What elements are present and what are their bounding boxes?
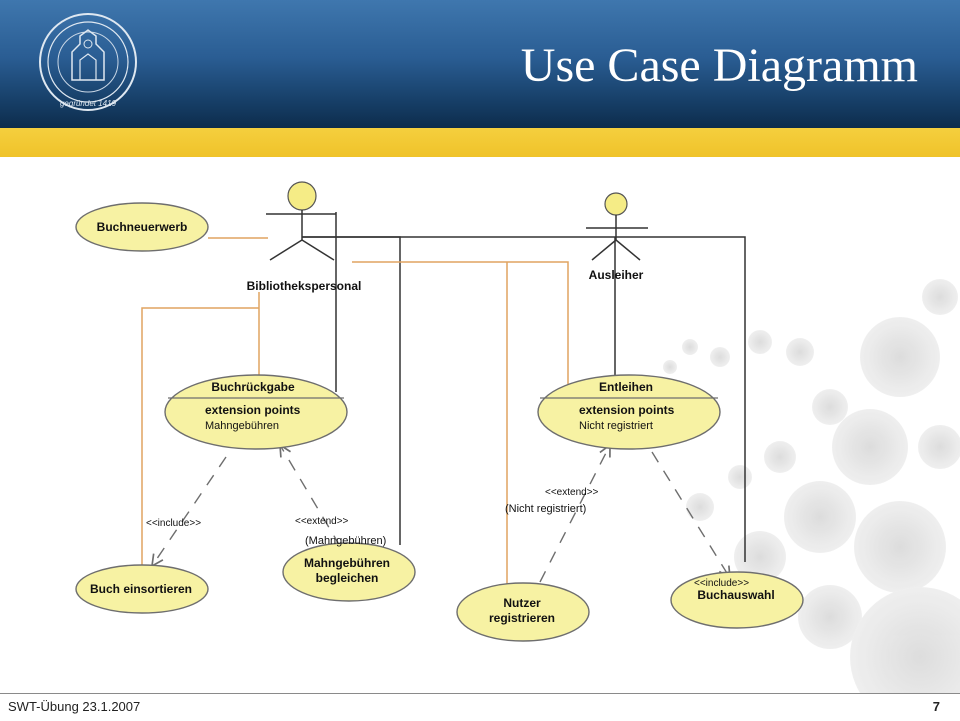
usecase-mahngebuehren-begleichen[interactable]: Mahngebühren begleichen (282, 542, 416, 602)
usecase-label: Entleihen (599, 380, 653, 394)
extend-condition-label: (Mahngebühren) (305, 535, 386, 547)
extend-condition-label: (Nicht registriert) (505, 503, 586, 515)
slide-title: Use Case Diagramm (520, 39, 918, 92)
page-number: 7 (932, 699, 940, 714)
usecase-buchrueckgabe[interactable]: Buchrückgabe extension points Mahngebühr… (164, 374, 348, 450)
seal-text: gegründet 1419 (60, 99, 117, 108)
footer-text: SWT-Übung 23.1.2007 (8, 699, 141, 714)
actor-label: Bibliothekspersonal (247, 279, 362, 293)
extend-label: <<extend>> (545, 487, 599, 498)
usecase-label-line2: registrieren (489, 611, 555, 625)
association-lines-orange (141, 237, 569, 590)
slide-header: gegründet 1419 Use Case Diagramm (0, 0, 960, 128)
actor-label: Ausleiher (589, 268, 644, 282)
use-case-diagram: Bibliothekspersonal Ausleiher Buchneuerw… (75, 181, 910, 642)
extend-label: <<extend>> (295, 516, 349, 527)
extension-points-title: extension points (205, 403, 301, 417)
association-lines-dark (302, 212, 746, 562)
include-label: <<include>> (694, 578, 749, 589)
usecase-label: Buchneuerwerb (97, 220, 188, 234)
usecase-entleihen[interactable]: Entleihen extension points Nicht registr… (537, 374, 721, 450)
university-seal-logo: gegründet 1419 (39, 13, 137, 111)
usecase-buch-einsortieren[interactable]: Buch einsortieren (75, 564, 209, 614)
actor-bibliothekspersonal[interactable]: Bibliothekspersonal (247, 181, 362, 293)
extension-points-title: extension points (579, 403, 675, 417)
actor-body-icon (586, 215, 648, 261)
usecase-label-line1: Nutzer (503, 596, 541, 610)
usecase-label-line2: begleichen (316, 571, 379, 585)
extension-point-value: Nicht registriert (579, 420, 653, 432)
actor-ausleiher[interactable]: Ausleiher (586, 192, 648, 282)
usecase-nutzer-registrieren[interactable]: Nutzer registrieren (456, 582, 590, 642)
header-accent-band (0, 128, 960, 157)
usecase-label-line1: Mahngebühren (304, 556, 390, 570)
background-patch (645, 200, 755, 270)
actor-head-icon (287, 181, 317, 211)
extension-point-value: Mahngebühren (205, 420, 279, 432)
actor-head-icon (604, 192, 628, 216)
usecase-label: Buchauswahl (697, 588, 774, 602)
actor-body-icon (266, 210, 336, 261)
usecase-label: Buch einsortieren (90, 582, 192, 596)
dependency-arrows (152, 445, 730, 583)
usecase-buchauswahl[interactable]: Buchauswahl (670, 571, 804, 629)
usecase-label: Buchrückgabe (211, 380, 295, 394)
usecase-buchneuerwerb[interactable]: Buchneuerwerb (75, 202, 209, 252)
slide-footer: SWT-Übung 23.1.2007 7 (0, 693, 960, 721)
include-label: <<include>> (146, 518, 201, 529)
background-decoration (644, 279, 960, 693)
background-patch (760, 200, 910, 268)
